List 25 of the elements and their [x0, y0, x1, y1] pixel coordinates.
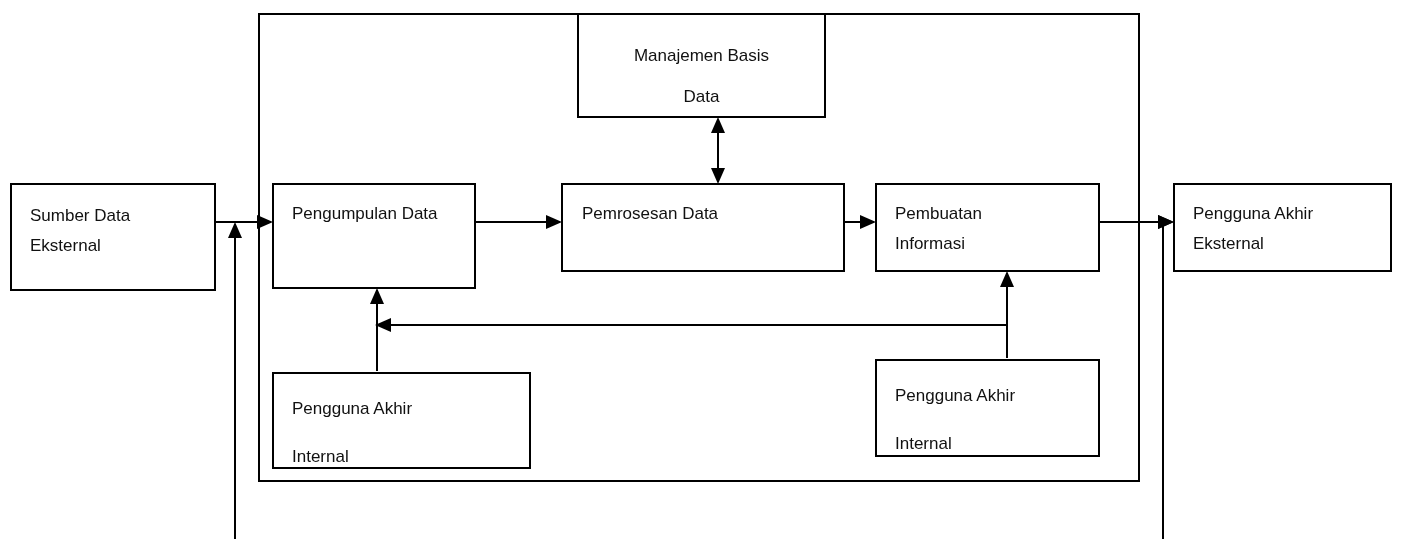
process-box — [1173, 183, 1392, 272]
process-box — [10, 183, 216, 291]
arrow — [475, 215, 562, 229]
box-label: Pengguna Akhir Eksternal — [1193, 203, 1315, 255]
system-boundary-box — [258, 13, 1140, 482]
box-label: Sumber Data Eksternal — [30, 205, 132, 257]
arrow — [228, 222, 242, 539]
arrow — [370, 288, 384, 372]
arrow — [844, 215, 876, 229]
arrow — [1158, 215, 1174, 539]
arrow — [711, 117, 725, 184]
process-box — [875, 183, 1100, 272]
process-box — [272, 372, 531, 469]
process-box — [272, 183, 476, 289]
arrow — [375, 318, 1008, 359]
box-label: Pengguna Akhir Internal — [895, 385, 1017, 455]
box-label: Pengumpulan Data — [292, 203, 439, 225]
process-box — [577, 13, 826, 118]
arrow — [215, 215, 273, 229]
box-label: Manajemen Basis Data — [632, 45, 771, 108]
process-box — [561, 183, 845, 272]
box-label: Pemrosesan Data — [582, 203, 720, 225]
box-label: Pengguna Akhir Internal — [292, 398, 414, 468]
process-box — [875, 359, 1100, 457]
box-label: Pembuatan Informasi — [895, 203, 983, 255]
